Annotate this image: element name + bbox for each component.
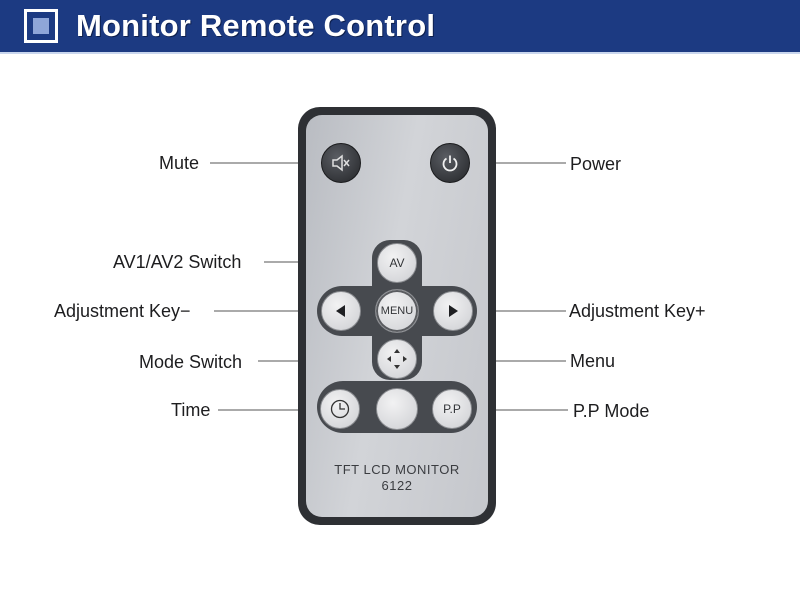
time-button[interactable] xyxy=(320,389,360,429)
label-menu: Menu xyxy=(570,351,616,371)
blank-button[interactable] xyxy=(376,388,418,430)
menu-button-label: MENU xyxy=(380,305,414,317)
right-arrow-icon xyxy=(449,305,458,317)
model-line-2: 6122 xyxy=(381,478,413,493)
left-arrow-icon xyxy=(336,305,345,317)
model-line-1: TFT LCD MONITOR xyxy=(334,462,460,477)
clock-icon xyxy=(330,399,350,419)
page-title: Monitor Remote Control xyxy=(76,8,436,43)
header-banner: Monitor Remote Control xyxy=(0,0,800,54)
label-time: Time xyxy=(171,400,211,420)
label-adjust-plus: Adjustment Key+ xyxy=(569,301,706,321)
label-mute: Mute xyxy=(159,153,200,173)
label-mode-switch: Mode Switch xyxy=(139,352,243,372)
header-square-icon xyxy=(24,9,58,43)
menu-button[interactable]: MENU xyxy=(375,289,419,333)
mute-button[interactable] xyxy=(321,143,361,183)
power-icon xyxy=(442,155,458,172)
adjust-minus-button[interactable] xyxy=(321,291,361,331)
mode-switch-button[interactable] xyxy=(377,339,417,379)
adjust-plus-button[interactable] xyxy=(433,291,473,331)
label-adjust-minus: Adjustment Key− xyxy=(54,301,191,321)
label-av-switch: AV1/AV2 Switch xyxy=(113,252,242,272)
pp-button-label: P.P xyxy=(443,402,461,416)
label-power: Power xyxy=(570,154,622,174)
av-button-label: AV xyxy=(389,256,405,270)
model-text: TFT LCD MONITOR 6122 xyxy=(300,462,494,494)
four-way-arrow-icon xyxy=(387,349,407,369)
label-pp-mode: P.P Mode xyxy=(573,401,650,421)
mute-icon xyxy=(332,154,350,172)
pp-button[interactable]: P.P xyxy=(432,389,472,429)
power-button[interactable] xyxy=(430,143,470,183)
av-button[interactable]: AV xyxy=(377,243,417,283)
